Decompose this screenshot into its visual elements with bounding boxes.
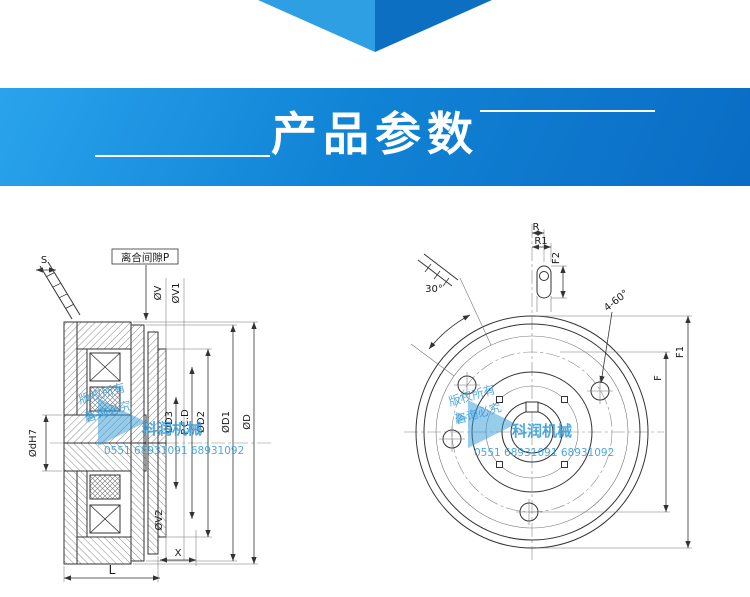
dim-label-clutch-gap: 离合间隙P	[121, 251, 169, 264]
angle-construction-lines	[410, 277, 492, 377]
right-view-extension-lines	[536, 229, 692, 549]
bolt-hole-right	[587, 378, 613, 404]
dim-label-v2: ØV2	[153, 509, 165, 530]
left-view-lower-half	[63, 442, 167, 565]
right-lead-wire	[417, 253, 459, 287]
chevron-left-face	[258, 0, 375, 52]
right-view-dimension-lines	[532, 230, 691, 548]
dim-label-r: R	[533, 222, 540, 233]
banner-decor-line-left	[95, 155, 270, 157]
bolt-hole-bottom	[516, 499, 542, 525]
dim-label-s: S	[41, 255, 47, 266]
top-chevron-decoration	[0, 0, 750, 56]
dim-label-f1: F1	[675, 346, 686, 358]
banner-decor-line-right	[480, 110, 655, 112]
dim-label-30deg: 30°	[425, 284, 443, 295]
bolt-hole-left	[439, 426, 465, 452]
yoke-outer-ring-section	[76, 321, 132, 350]
left-view-dimension-lines	[36, 265, 257, 581]
right-view-front: R R1 F2 30° 4-60° F F1	[404, 222, 692, 562]
gap-label-box	[111, 248, 179, 265]
dim-label-x: X	[175, 548, 182, 559]
dim-label-f2: F2	[551, 252, 562, 264]
chevron-right-face	[375, 0, 492, 52]
dim-label-r1: R1	[534, 236, 547, 247]
left-view-section: S 离合间隙P ØV ØV1 ØdH7 ØD3 P.C.D ØD2 ØD1 ØD…	[27, 248, 272, 582]
section-title: 产品参数	[271, 107, 479, 161]
keyway-slot	[525, 401, 539, 413]
dim-label-4-holes: 4-60°	[602, 288, 631, 314]
dim-label-v1: ØV1	[170, 282, 182, 303]
dim-label-v: ØV	[152, 285, 164, 300]
dim-label-l: L	[109, 563, 116, 577]
dim-label-f: F	[653, 375, 664, 381]
hub-notches	[496, 396, 568, 468]
bearing-symbol	[89, 352, 121, 382]
dim-label-d1: ØD1	[220, 411, 232, 433]
chevron-svg	[258, 0, 492, 52]
dim-label-d: ØD	[241, 414, 253, 430]
lead-wire	[39, 261, 81, 320]
watermark-right	[446, 382, 615, 459]
section-banner: 产品参数	[0, 88, 750, 186]
terminal-slot	[536, 265, 552, 312]
dim-label-d-h7: ØdH7	[27, 429, 39, 457]
